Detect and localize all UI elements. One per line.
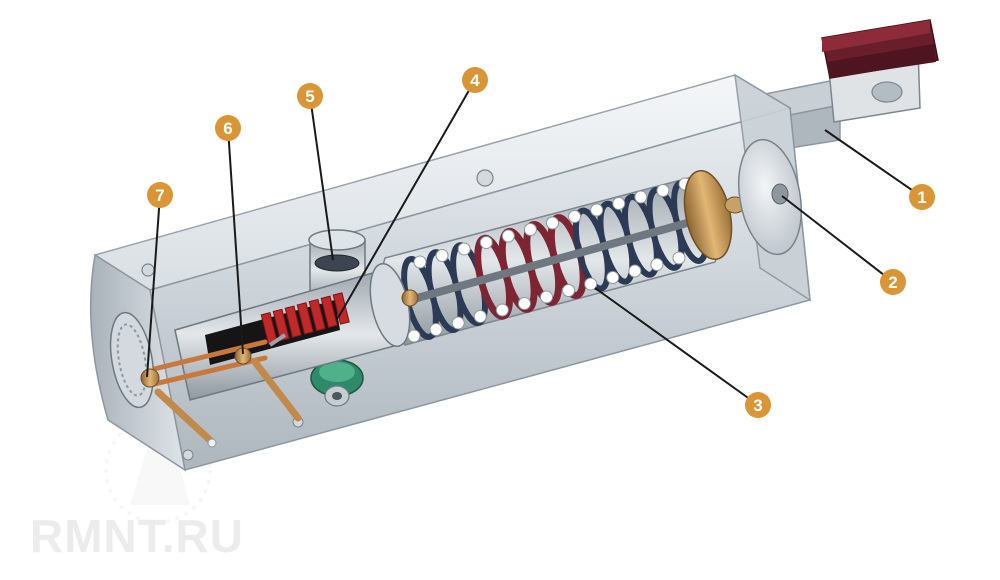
leader-line-6 [227, 127, 244, 355]
bearing-ball [457, 242, 471, 256]
end-cap-adjuster [683, 138, 802, 261]
mounting-rail [759, 19, 939, 153]
callout-7: 7 [147, 182, 173, 208]
compression-spring [379, 174, 725, 346]
bearing-ball [606, 271, 620, 284]
callout-number: 5 [305, 87, 314, 106]
leader-line-1 [824, 129, 923, 198]
bearing-ball [584, 277, 598, 291]
bearing-ball [546, 216, 559, 230]
leader-line-5 [309, 95, 334, 261]
regulating-valve [109, 311, 217, 448]
bearing-ball [479, 236, 493, 249]
watermark-text: RMNT.RU [30, 510, 244, 562]
callout-5: 5 [297, 83, 323, 109]
bearing-ball [523, 223, 537, 236]
leader-line-4 [337, 79, 476, 319]
leader-line-7 [146, 194, 161, 378]
callout-marker [745, 392, 771, 418]
rack-tooth [272, 308, 290, 342]
bearing-ball [407, 329, 421, 343]
screw-icon [182, 449, 194, 461]
rack-teeth [260, 292, 350, 345]
bearing-ball [568, 210, 582, 223]
bearing-ball [435, 249, 449, 262]
rack-tooth [284, 305, 302, 338]
callout-marker [880, 269, 906, 295]
bearing-ball [672, 251, 686, 265]
callout-6: 6 [215, 115, 241, 141]
bearing-ball [656, 184, 670, 197]
callout-number: 2 [888, 273, 897, 292]
rack-tooth [296, 302, 314, 335]
rack-tooth [332, 292, 350, 325]
bearing-ball [429, 323, 443, 336]
callout-number: 4 [470, 71, 480, 90]
bearing-ball [634, 190, 648, 204]
callout-marker [909, 184, 935, 210]
callout-marker [297, 83, 323, 109]
callout-number: 1 [917, 188, 926, 207]
callout-3: 3 [745, 392, 771, 418]
bearing-ball [451, 316, 465, 330]
bearing-ball [517, 297, 531, 310]
callout-4: 4 [462, 67, 488, 93]
leader-lines [146, 79, 923, 406]
callout-marker [462, 67, 488, 93]
leader-line-3 [594, 287, 759, 406]
ball-bearings [407, 177, 692, 343]
bearing-ball [540, 290, 553, 304]
callout-2: 2 [880, 269, 906, 295]
callout-marker [215, 115, 241, 141]
bearing-ball [562, 284, 576, 297]
bearing-ball [473, 310, 487, 323]
bearing-ball [590, 203, 604, 217]
bearing-ball [501, 229, 515, 243]
bearing-ball [413, 255, 427, 269]
callout-number: 6 [223, 119, 232, 138]
valve-channels [147, 333, 302, 422]
bearing-ball [612, 197, 626, 210]
bearing-ball [628, 264, 642, 278]
callout-number: 3 [753, 396, 762, 415]
callout-markers: 1 2 3 4 5 6 7 [147, 67, 935, 418]
rack-tooth [320, 295, 338, 329]
screw-icon [141, 263, 155, 277]
callout-number: 7 [155, 186, 164, 205]
screw-icon [476, 169, 494, 187]
rack-tooth [308, 298, 326, 332]
bearing-ball [650, 258, 664, 271]
callout-marker [147, 182, 173, 208]
leader-line-2 [781, 195, 894, 283]
watermark: RMNT.RU [30, 416, 244, 562]
callout-1: 1 [909, 184, 935, 210]
bearing-ball [495, 303, 509, 317]
